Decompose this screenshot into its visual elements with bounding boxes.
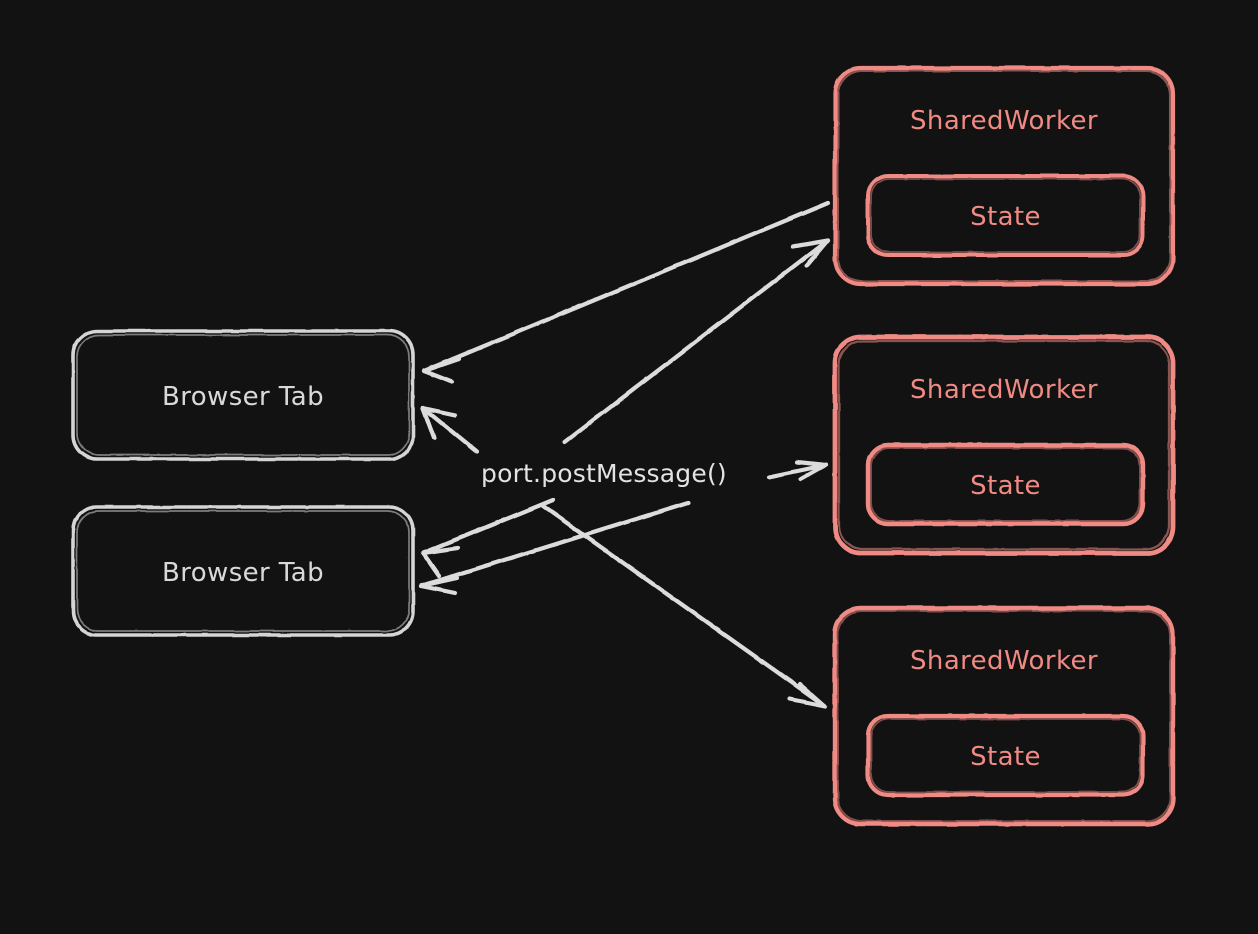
browser-tab-2-outline xyxy=(71,505,415,637)
shared-worker-2-outline xyxy=(832,334,1176,556)
arrow-layer xyxy=(418,200,831,709)
state-3-outline xyxy=(865,713,1146,798)
edge-hub-to-tab1-arrowhead xyxy=(420,405,458,441)
browser-tab-1-shape[interactable] xyxy=(71,329,415,461)
edge-hub-to-tab2-upper[interactable] xyxy=(420,497,556,579)
browser-tab-2-shape[interactable] xyxy=(71,505,415,637)
edge-hub-to-tab1[interactable] xyxy=(420,405,480,455)
edge-hub-to-tab2-lower-arrowhead xyxy=(418,575,460,596)
shared-worker-3-shape[interactable] xyxy=(832,605,1176,827)
state-2-outline-sketch xyxy=(870,447,1141,522)
edge-hub-to-worker3-arrowhead xyxy=(787,681,828,709)
edge-hub-to-worker2[interactable] xyxy=(766,459,829,482)
shared-worker-1-shape[interactable] xyxy=(832,65,1176,287)
edge-hub-to-tab2-upper-arrowhead xyxy=(420,545,461,579)
shared-worker-2-shape[interactable] xyxy=(832,334,1176,556)
edge-hub-to-worker2-line xyxy=(766,462,829,480)
shared-worker-3-outline xyxy=(832,605,1176,827)
shared-worker-2-outline-sketch xyxy=(837,339,1171,551)
edge-worker1-to-tab1-line xyxy=(421,200,831,374)
edge-hub-to-worker3-line xyxy=(540,503,828,709)
state-2-outline xyxy=(865,442,1146,527)
browser-tab-1-outline xyxy=(71,329,415,461)
edge-hub-to-tab2-upper-line xyxy=(420,497,556,556)
edge-worker1-to-tab1[interactable] xyxy=(421,200,831,385)
edge-hub-to-worker1-arrowhead xyxy=(790,237,831,269)
shared-worker-3-outline-sketch xyxy=(837,610,1171,822)
browser-tab-1-outline-sketch xyxy=(76,334,410,456)
edge-worker1-to-tab1-arrowhead xyxy=(421,356,462,385)
edge-hub-to-tab1-line xyxy=(420,405,480,455)
state-1-outline-sketch xyxy=(870,178,1141,253)
edge-hub-to-worker2-arrowhead xyxy=(794,459,829,482)
shared-worker-1-outline-sketch xyxy=(836,69,1172,283)
edge-hub-to-worker1-line xyxy=(562,237,831,445)
state-3-outline-sketch xyxy=(870,718,1141,793)
state-1-outline xyxy=(866,174,1145,257)
edge-hub-to-tab2-lower[interactable] xyxy=(418,500,691,596)
edge-hub-to-tab2-lower-line xyxy=(418,500,691,589)
edge-hub-to-worker3[interactable] xyxy=(540,503,828,709)
edge-hub-to-worker1[interactable] xyxy=(562,237,831,445)
browser-tab-2-outline-sketch xyxy=(76,510,410,632)
shared-worker-1-outline xyxy=(832,65,1176,287)
